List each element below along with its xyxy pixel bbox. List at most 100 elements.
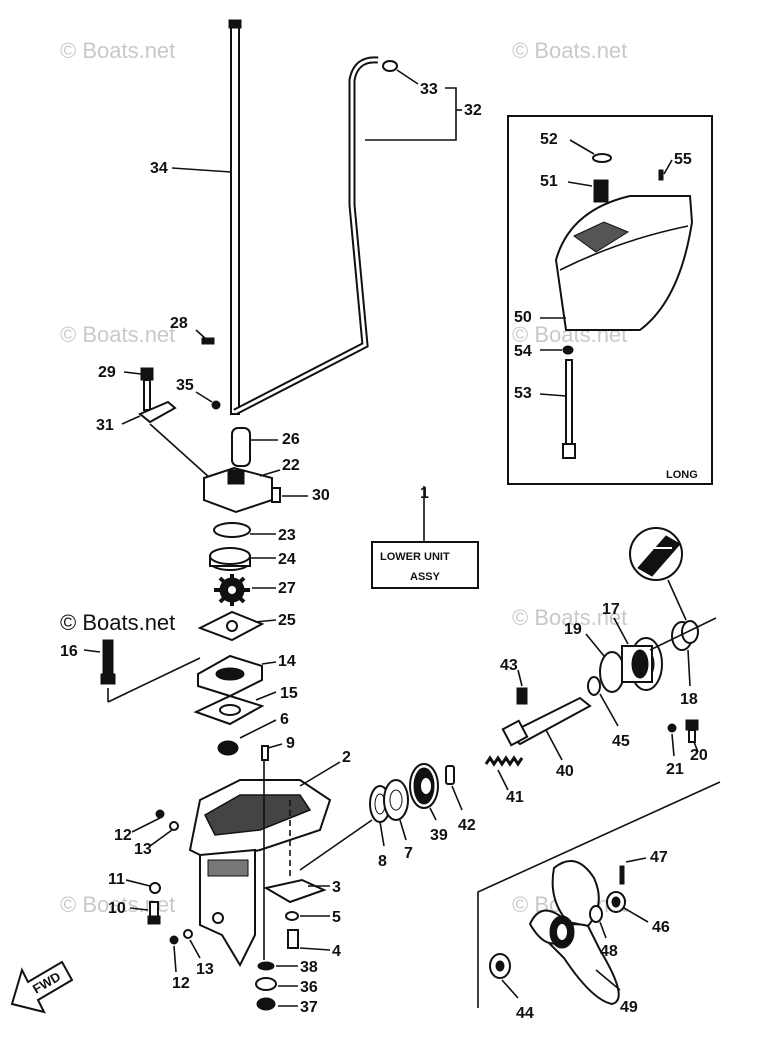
callout-37: 37 — [300, 999, 318, 1016]
callout-13-lower: 13 — [196, 961, 214, 978]
callout-21: 21 — [666, 761, 684, 778]
fwd-arrow: FWD — [10, 960, 74, 1014]
callout-10: 10 — [108, 900, 126, 917]
callout-26: 26 — [282, 431, 300, 448]
callout-8: 8 — [378, 853, 387, 870]
bolt-29 — [140, 367, 154, 411]
callout-25: 25 — [278, 612, 296, 629]
callout-22: 22 — [282, 457, 300, 474]
collar-26 — [231, 427, 251, 467]
callout-1: 1 — [420, 485, 429, 502]
callout-11: 11 — [108, 871, 125, 888]
callout-48: 48 — [600, 943, 618, 960]
washer-54 — [562, 345, 574, 355]
sealant-tube-icon — [629, 527, 683, 581]
washer-48 — [589, 905, 603, 923]
propeller-shaft-40 — [501, 696, 592, 747]
bolt-10 — [147, 901, 161, 925]
callout-20: 20 — [690, 747, 708, 764]
bolt-16 — [100, 639, 116, 685]
callout-45: 45 — [612, 733, 630, 750]
washer-45 — [587, 676, 601, 696]
callout-5: 5 — [332, 909, 341, 926]
callout-18: 18 — [680, 691, 698, 708]
callout-54: 54 — [514, 343, 532, 360]
callout-50: 50 — [514, 309, 532, 326]
callout-3: 3 — [332, 879, 341, 896]
callout-24: 24 — [278, 551, 296, 568]
callout-46: 46 — [652, 919, 670, 936]
washer-35 — [211, 400, 221, 410]
gasket-37 — [256, 997, 276, 1011]
drive-shaft — [228, 19, 242, 415]
watermark-mid-left: © Boats.net — [60, 322, 175, 347]
callout-2: 2 — [342, 749, 351, 766]
callout-17: 17 — [602, 601, 620, 618]
callout-7: 7 — [404, 845, 413, 862]
cotter-pin-47 — [619, 865, 625, 885]
extension-housing-50 — [554, 195, 694, 331]
clip-43 — [516, 687, 528, 705]
pin-28 — [201, 337, 215, 345]
watermark-top-left: © Boats.net — [60, 38, 175, 63]
callout-12-lower: 12 — [172, 975, 190, 992]
callout-27: 27 — [278, 580, 296, 597]
seal-6 — [217, 740, 239, 756]
callout-4: 4 — [332, 943, 341, 960]
callout-15: 15 — [280, 685, 298, 702]
callout-14: 14 — [278, 653, 296, 670]
callout-23: 23 — [278, 527, 296, 544]
nut-11 — [149, 882, 161, 894]
trim-tab-3 — [263, 878, 327, 904]
callout-53: 53 — [514, 385, 532, 402]
cap-17 — [621, 637, 663, 691]
shift-rod-clip — [382, 60, 398, 72]
callout-39: 39 — [430, 827, 448, 844]
callout-41: 41 — [506, 789, 524, 806]
callout-52: 52 — [540, 131, 558, 148]
washer-5 — [285, 911, 299, 921]
callout-35: 35 — [176, 377, 194, 394]
watermark-dark: © Boats.net — [60, 610, 175, 635]
callout-28: 28 — [170, 315, 188, 332]
callout-40: 40 — [556, 763, 574, 780]
o-ring-19 — [599, 651, 625, 693]
pin-55 — [658, 169, 664, 181]
callout-38: 38 — [300, 959, 318, 976]
washer-52 — [592, 153, 612, 163]
callout-33: 33 — [420, 81, 438, 98]
washer-21 — [667, 723, 677, 733]
washer-13-lower — [183, 929, 193, 939]
propeller-49 — [528, 859, 620, 1006]
callout-44: 44 — [516, 1005, 534, 1022]
callout-13-upper: 13 — [134, 841, 152, 858]
assy-line1: LOWER UNIT — [380, 551, 450, 563]
callout-34: 34 — [150, 160, 168, 177]
washer-12-lower — [169, 935, 179, 945]
callout-47: 47 — [650, 849, 668, 866]
callout-49: 49 — [620, 999, 638, 1016]
impeller-27 — [214, 574, 250, 606]
bracket-31 — [138, 400, 177, 424]
washer-12-upper — [155, 809, 165, 819]
pin-30 — [271, 487, 281, 503]
callout-19: 19 — [564, 621, 582, 638]
bolt-53 — [562, 359, 576, 459]
bolt-4 — [287, 929, 299, 949]
callout-6: 6 — [280, 711, 289, 728]
callout-51: 51 — [540, 173, 558, 190]
pin-42 — [445, 765, 455, 785]
long-inset-box — [507, 115, 713, 485]
callout-32: 32 — [464, 102, 482, 119]
seals-18 — [671, 620, 699, 651]
callout-29: 29 — [98, 364, 116, 381]
washer-13-upper — [169, 821, 179, 831]
callout-31: 31 — [96, 417, 114, 434]
plug-36 — [255, 977, 277, 991]
reverse-gear-39 — [409, 763, 439, 809]
callout-30: 30 — [312, 487, 330, 504]
callout-36: 36 — [300, 979, 318, 996]
assy-line2: ASSY — [410, 571, 441, 583]
callout-55: 55 — [674, 151, 692, 168]
